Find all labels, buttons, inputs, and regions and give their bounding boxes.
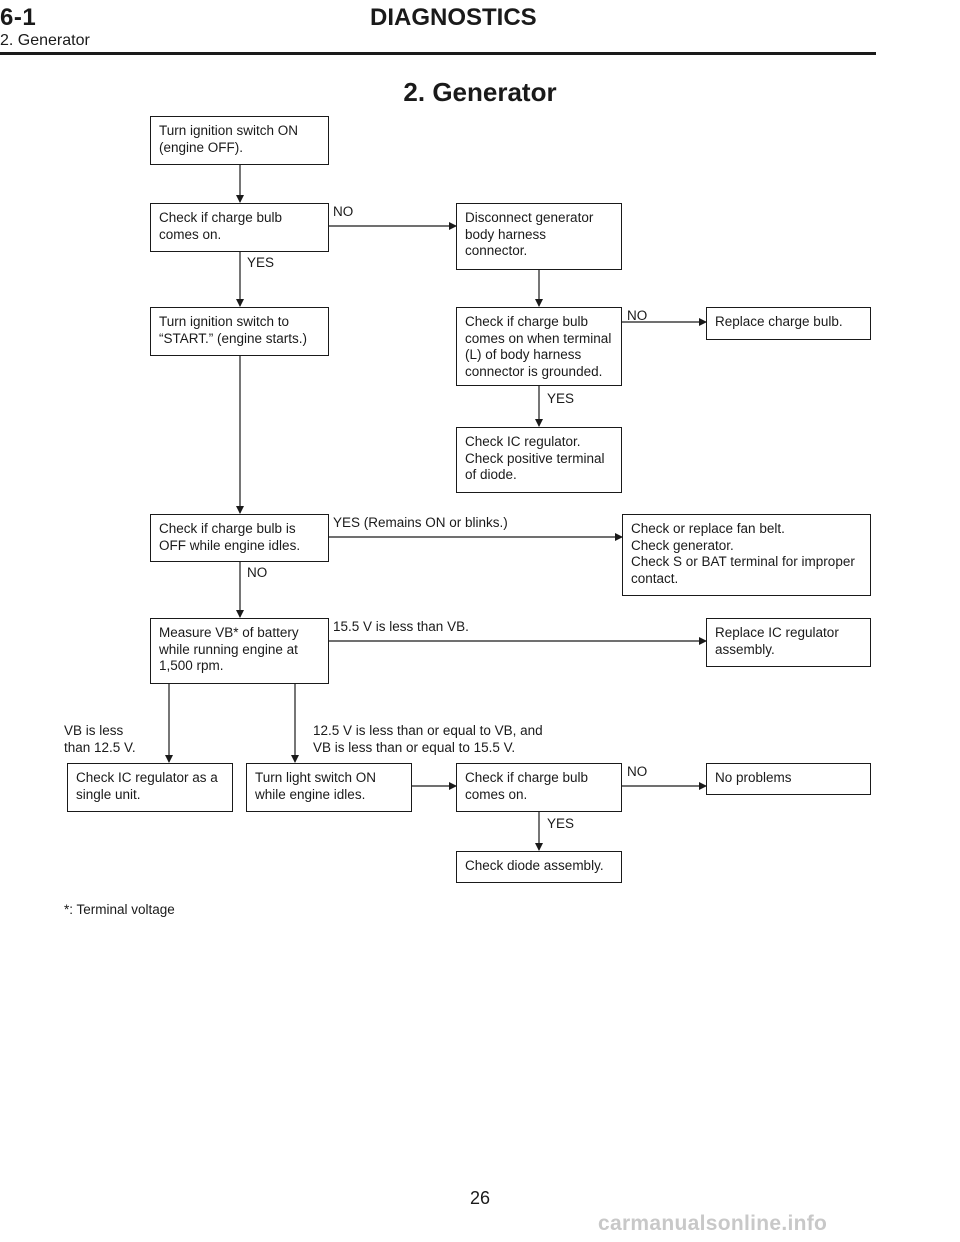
box-replace-ic-regulator: Replace IC regulator assembly. — [706, 618, 871, 667]
label-yes: YES — [547, 816, 575, 831]
footnote: *: Terminal voltage — [64, 902, 175, 917]
label-no: NO — [627, 764, 648, 779]
header-rule — [0, 52, 876, 55]
label-voltage-high: 15.5 V is less than VB. — [333, 619, 469, 634]
box-replace-bulb: Replace charge bulb. — [706, 307, 871, 340]
label-no: NO — [333, 204, 354, 219]
label-voltage-low: VB is less than 12.5 V. — [64, 723, 136, 755]
page-number: 26 — [469, 1188, 491, 1208]
box-check-ic-regulator-diode: Check IC regulator. Check positive termi… — [456, 427, 622, 493]
box-check-diode: Check diode assembly. — [456, 851, 622, 883]
box-turn-light-switch: Turn light switch ON while engine idles. — [246, 763, 412, 812]
box-check-fan-belt: Check or replace fan belt. Check generat… — [622, 514, 871, 596]
box-turn-ignition-on: Turn ignition switch ON (engine OFF). — [150, 116, 329, 165]
box-check-bulb-grounded: Check if charge bulb comes on when termi… — [456, 307, 622, 386]
header-title: DIAGNOSTICS — [370, 4, 537, 31]
box-check-ic-single: Check IC regulator as a single unit. — [67, 763, 233, 812]
page-title: 2. Generator — [403, 77, 557, 107]
label-yes: YES — [247, 255, 275, 270]
box-check-bulb-on-2: Check if charge bulb comes on. — [456, 763, 622, 812]
watermark: carmanualsonline.info — [598, 1212, 828, 1235]
box-check-bulb-off-idle: Check if charge bulb is OFF while engine… — [150, 514, 329, 562]
label-voltage-range: 12.5 V is less than or equal to VB, and … — [313, 723, 543, 755]
label-no: NO — [627, 308, 648, 323]
section-number: 6-1 — [0, 4, 37, 31]
box-measure-vb: Measure VB* of battery while running eng… — [150, 618, 329, 684]
box-no-problems: No problems — [706, 763, 871, 795]
header-subtitle: 2. Generator — [0, 32, 90, 49]
box-disconnect-harness: Disconnect generator body harness connec… — [456, 203, 622, 270]
box-turn-ignition-start: Turn ignition switch to “START.” (engine… — [150, 307, 329, 356]
label-no: NO — [247, 565, 268, 580]
label-yes: YES — [547, 391, 575, 406]
label-yes-remains-on: YES (Remains ON or blinks.) — [333, 515, 508, 530]
box-check-bulb-on: Check if charge bulb comes on. — [150, 203, 329, 252]
